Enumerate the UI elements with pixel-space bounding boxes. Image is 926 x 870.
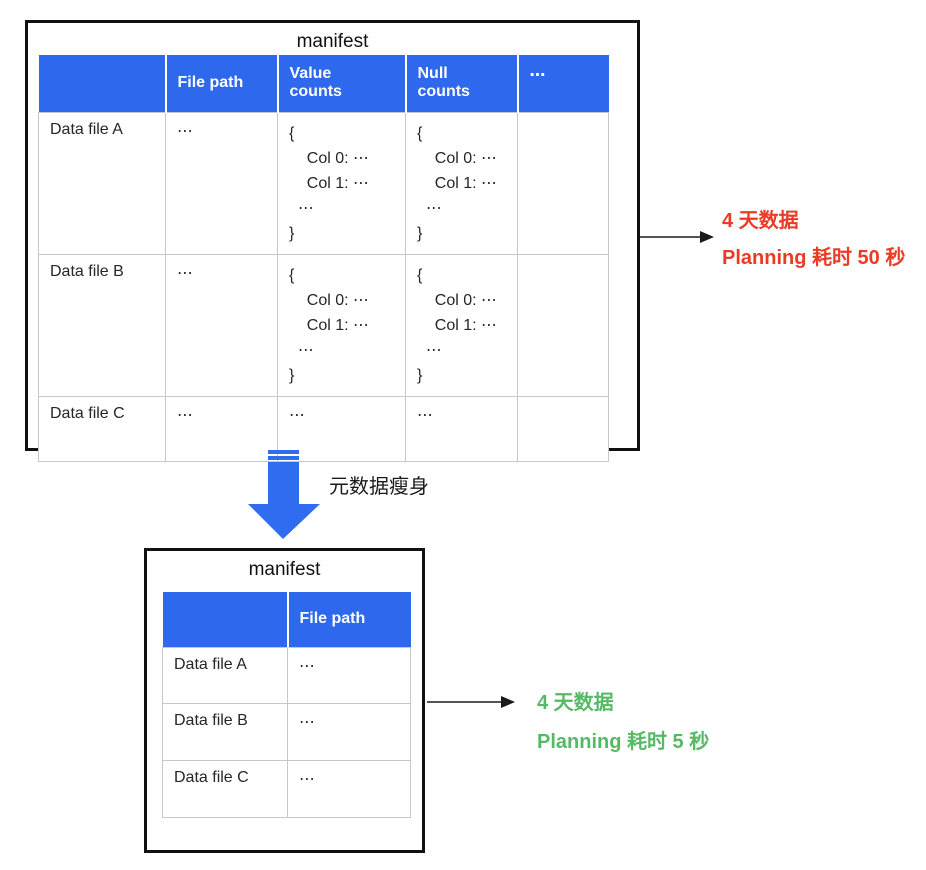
table-row-data-file-a: Data file A ⋯ { Col 0: ⋯ Col 1: ⋯ ⋯ } { … [38, 111, 609, 255]
cell-null-counts: ⋯ [405, 395, 518, 462]
after-annotation: 4 天数据 Planning 耗时 5 秒 [537, 684, 709, 762]
before-annotation-line1: 4 天数据 [722, 210, 799, 232]
column-header-file-path: File path [165, 55, 279, 112]
cell-more [517, 253, 609, 397]
cell-file-path: ⋯ [165, 253, 278, 397]
after-annotation-line1: 4 天数据 [537, 692, 614, 714]
column-header-value-counts: Value counts [277, 55, 407, 112]
top-table-header: File path Value counts Null counts ⋯ [38, 55, 609, 112]
cell-null-counts: { Col 0: ⋯ Col 1: ⋯ ⋯ } [405, 253, 518, 397]
table-row-data-file-b: Data file B ⋯ [162, 702, 411, 761]
cell-row-label: Data file B [162, 702, 288, 761]
cell-row-label: Data file C [162, 759, 288, 818]
header-row: File path [162, 592, 411, 647]
header-row: File path Value counts Null counts ⋯ [38, 55, 609, 112]
column-header-null-counts: Null counts [405, 55, 519, 112]
bottom-manifest-title: manifest [248, 559, 321, 580]
column-header-more: ⋯ [517, 55, 609, 112]
bottom-table-header: File path [162, 592, 411, 647]
table-row-data-file-b: Data file B ⋯ { Col 0: ⋯ Col 1: ⋯ ⋯ } { … [38, 253, 609, 397]
transform-label: 元数据瘦身 [329, 476, 429, 498]
cell-row-label: Data file A [162, 646, 288, 704]
table-row-data-file-c: Data file C ⋯ ⋯ ⋯ [38, 395, 609, 462]
cell-row-label: Data file B [38, 253, 166, 397]
top-manifest-table: File path Value counts Null counts ⋯ Dat… [38, 55, 609, 462]
cell-more [517, 395, 609, 462]
cell-null-counts: { Col 0: ⋯ Col 1: ⋯ ⋯ } [405, 111, 518, 255]
column-header-blank [162, 592, 289, 647]
cell-more [517, 111, 609, 255]
table-row-data-file-c: Data file C ⋯ [162, 759, 411, 818]
top-manifest-title: manifest [296, 31, 369, 52]
cell-file-path: ⋯ [165, 111, 278, 255]
after-annotation-arrow-icon [427, 696, 515, 708]
before-annotation: 4 天数据 Planning 耗时 50 秒 [722, 203, 905, 277]
cell-file-path: ⋯ [287, 759, 411, 818]
cell-value-counts: { Col 0: ⋯ Col 1: ⋯ ⋯ } [277, 253, 406, 397]
before-annotation-arrow-icon [640, 231, 714, 243]
column-header-blank [38, 55, 167, 112]
table-row-data-file-a: Data file A ⋯ [162, 646, 411, 704]
cell-file-path: ⋯ [287, 702, 411, 761]
cell-value-counts: { Col 0: ⋯ Col 1: ⋯ ⋯ } [277, 111, 406, 255]
cell-row-label: Data file C [38, 395, 166, 462]
cell-row-label: Data file A [38, 111, 166, 255]
bottom-manifest-table: File path Data file A ⋯ Data file B ⋯ Da… [162, 592, 411, 818]
cell-file-path: ⋯ [165, 395, 278, 462]
after-annotation-line2: Planning 耗时 5 秒 [537, 731, 710, 753]
before-annotation-line2: Planning 耗时 50 秒 [722, 247, 906, 269]
down-arrow-icon [248, 450, 320, 539]
column-header-file-path: File path [287, 592, 411, 647]
cell-file-path: ⋯ [287, 646, 411, 704]
